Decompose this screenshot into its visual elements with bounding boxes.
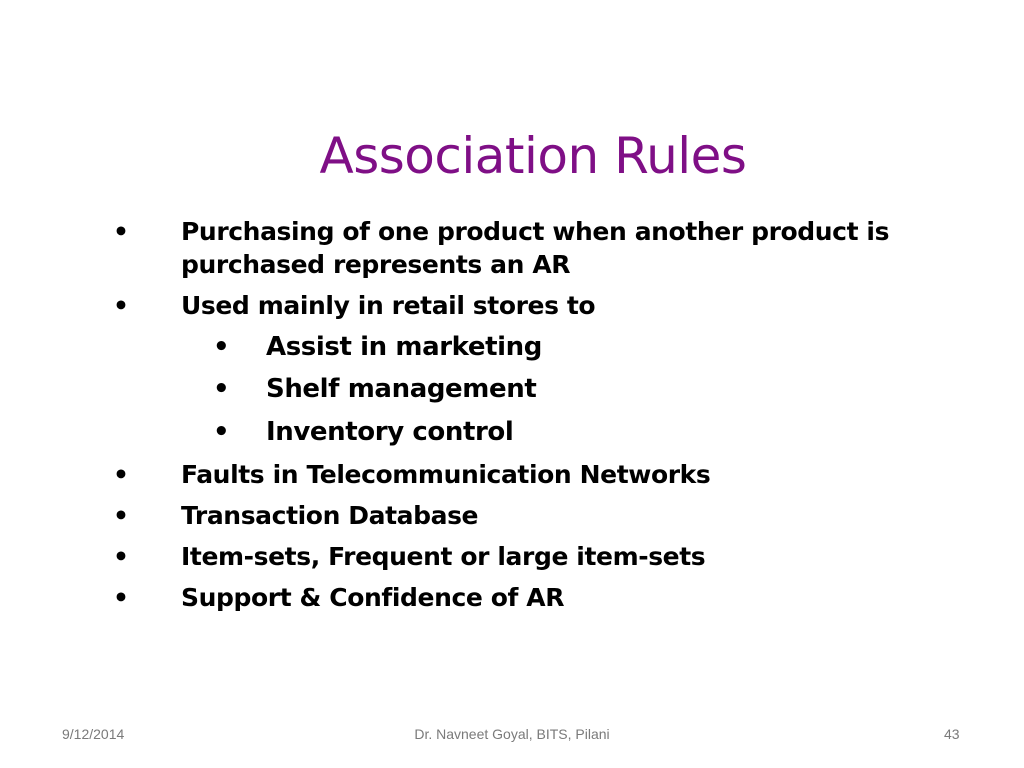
list-item-text: Purchasing of one product when another p…: [181, 217, 890, 279]
list-item: • Transaction Database: [113, 499, 933, 532]
footer-date: 9/12/2014: [62, 726, 125, 742]
list-item: • Purchasing of one product when another…: [113, 215, 933, 281]
bullet-icon: •: [113, 291, 129, 320]
list-item-text: Item-sets, Frequent or large item-sets: [181, 542, 706, 571]
bullet-icon: •: [213, 417, 230, 447]
bullet-icon: •: [113, 501, 129, 530]
slide-title: Association Rules: [319, 127, 747, 185]
list-item-text: Support & Confidence of AR: [181, 583, 565, 612]
bullet-icon: •: [113, 542, 129, 571]
bullet-icon: •: [113, 217, 129, 246]
bullet-icon: •: [213, 374, 230, 404]
footer-author: Dr. Navneet Goyal, BITS, Pilani: [414, 726, 610, 742]
list-item: • Assist in marketing: [213, 331, 913, 364]
list-item-text: Transaction Database: [181, 501, 479, 530]
list-item: • Inventory control: [213, 416, 913, 449]
list-item-text: Assist in marketing: [266, 332, 542, 362]
list-item: • Shelf management: [213, 373, 913, 406]
list-item: • Used mainly in retail stores to: [113, 289, 933, 322]
list-item: • Support & Confidence of AR: [113, 581, 933, 614]
bullet-icon: •: [113, 583, 129, 612]
list-item-text: Faults in Telecommunication Networks: [181, 460, 711, 489]
bullet-icon: •: [213, 332, 230, 362]
list-item: • Item-sets, Frequent or large item-sets: [113, 540, 933, 573]
bullet-icon: •: [113, 460, 129, 489]
footer-page-number: 43: [944, 726, 960, 742]
list-item-text: Shelf management: [266, 374, 537, 404]
bullet-list: • Purchasing of one product when another…: [113, 215, 933, 614]
list-item-text: Inventory control: [266, 417, 514, 447]
list-item: • Faults in Telecommunication Networks: [113, 458, 933, 491]
list-item-text: Used mainly in retail stores to: [181, 291, 596, 320]
